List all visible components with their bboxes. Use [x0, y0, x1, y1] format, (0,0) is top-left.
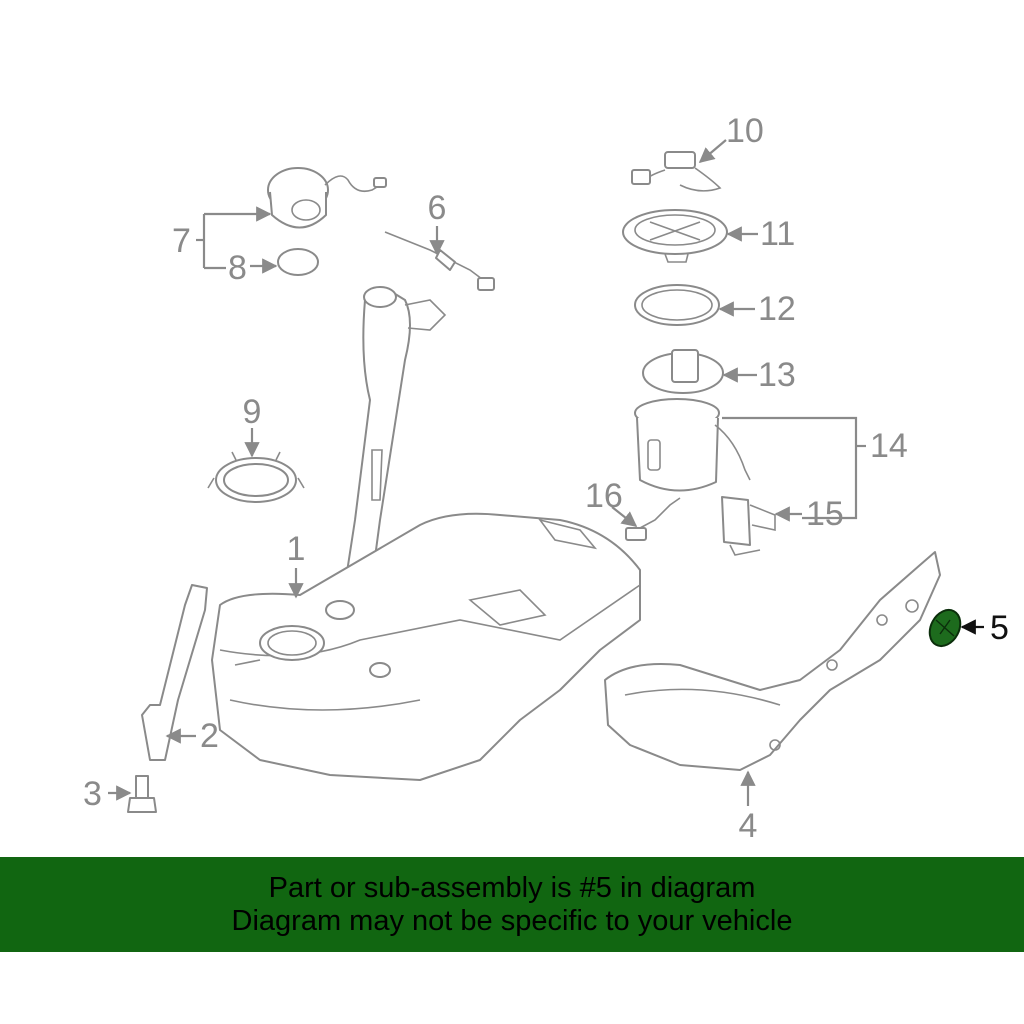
callout-13: 13	[758, 356, 796, 394]
cable-part	[384, 231, 495, 291]
callout-8: 8	[228, 249, 247, 287]
pump-seal-part	[634, 284, 720, 326]
notice-line-disclaimer: Diagram may not be specific to your vehi…	[231, 904, 793, 937]
cap-seal-ring-part	[277, 248, 319, 276]
pump-top-part	[642, 349, 724, 394]
callout-2: 2	[200, 717, 219, 755]
cover-flange-part	[622, 209, 728, 263]
fuel-pump-module-part	[634, 398, 751, 492]
callout-14: 14	[870, 427, 908, 465]
callout-5: 5	[990, 609, 1009, 647]
tank-strap-part	[141, 584, 208, 761]
notice-line-part-number: Part or sub-assembly is #5 in diagram	[268, 871, 756, 904]
notice-banner: Part or sub-assembly is #5 in diagram Di…	[0, 857, 1024, 952]
callout-12: 12	[758, 290, 796, 328]
heat-shield-part	[604, 551, 941, 771]
fuel-cap-part	[267, 167, 387, 229]
callout-10: 10	[726, 112, 764, 150]
callout-labels: 1 2 3 4 5 6 7 8 9 10 11 12 13 14 15 16	[83, 112, 1009, 845]
callout-9: 9	[243, 393, 262, 431]
callout-11: 11	[760, 215, 795, 253]
callout-7: 7	[172, 222, 191, 260]
fuel-tank-part	[211, 512, 641, 781]
leader-lines	[108, 139, 984, 806]
grommet-part-highlighted[interactable]	[924, 605, 967, 652]
bolt-part	[127, 775, 157, 813]
locking-ring-part	[207, 451, 305, 503]
callout-15: 15	[806, 495, 844, 533]
callout-16: 16	[585, 477, 623, 515]
callout-4: 4	[739, 807, 758, 845]
filler-neck-part	[344, 286, 447, 586]
fuel-sender-part	[721, 496, 776, 556]
connector-part	[631, 151, 722, 192]
callout-6: 6	[428, 189, 447, 227]
callout-1: 1	[287, 530, 306, 568]
wire-harness-part	[625, 497, 681, 541]
callout-3: 3	[83, 775, 102, 813]
